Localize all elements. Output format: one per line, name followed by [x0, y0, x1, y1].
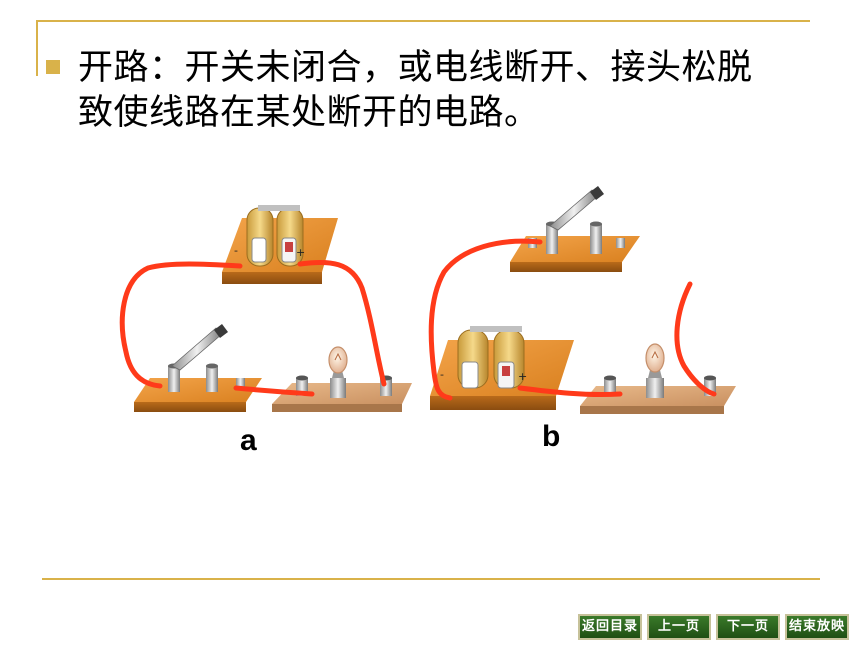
- bulb-board-a: [272, 346, 412, 412]
- knife-switch-a: [134, 324, 262, 412]
- previous-page-button[interactable]: 上一页: [647, 614, 711, 640]
- nav-bar: 返回目录 上一页 下一页 结束放映: [0, 614, 860, 642]
- next-page-button[interactable]: 下一页: [716, 614, 780, 640]
- circuit-b: - +: [428, 186, 736, 414]
- svg-text:-: -: [234, 244, 238, 257]
- top-rule-horizontal: [36, 20, 810, 22]
- relay-a: - +: [222, 205, 338, 284]
- end-show-button[interactable]: 结束放映: [785, 614, 849, 640]
- relay-b: - +: [430, 326, 574, 410]
- wire-a-left: [119, 261, 243, 389]
- bottom-rule: [42, 578, 820, 580]
- wire-a-right: [297, 259, 387, 387]
- top-rule-vertical: [36, 20, 38, 76]
- text-line-2: 致使线路在某处断开的电路。: [78, 93, 540, 133]
- text-line-1: 开路：开关未闭合，或电线断开、接头松脱: [78, 48, 753, 88]
- bulb-board-b: [580, 343, 736, 414]
- svg-text:+: +: [296, 246, 305, 259]
- wire-a-bottom: [233, 385, 315, 397]
- svg-text:-: -: [440, 368, 444, 381]
- wire-b-broken: [674, 281, 717, 397]
- bullet-marker: [46, 60, 60, 74]
- label-b: b: [542, 420, 561, 453]
- wire-b-left: [428, 238, 543, 401]
- circuit-a: - +: [119, 205, 412, 412]
- wire-b-bottom: [517, 385, 623, 398]
- back-to-contents-button[interactable]: 返回目录: [578, 614, 642, 640]
- svg-text:+: +: [518, 370, 527, 383]
- knife-switch-b: [510, 186, 640, 272]
- label-a: a: [240, 424, 257, 457]
